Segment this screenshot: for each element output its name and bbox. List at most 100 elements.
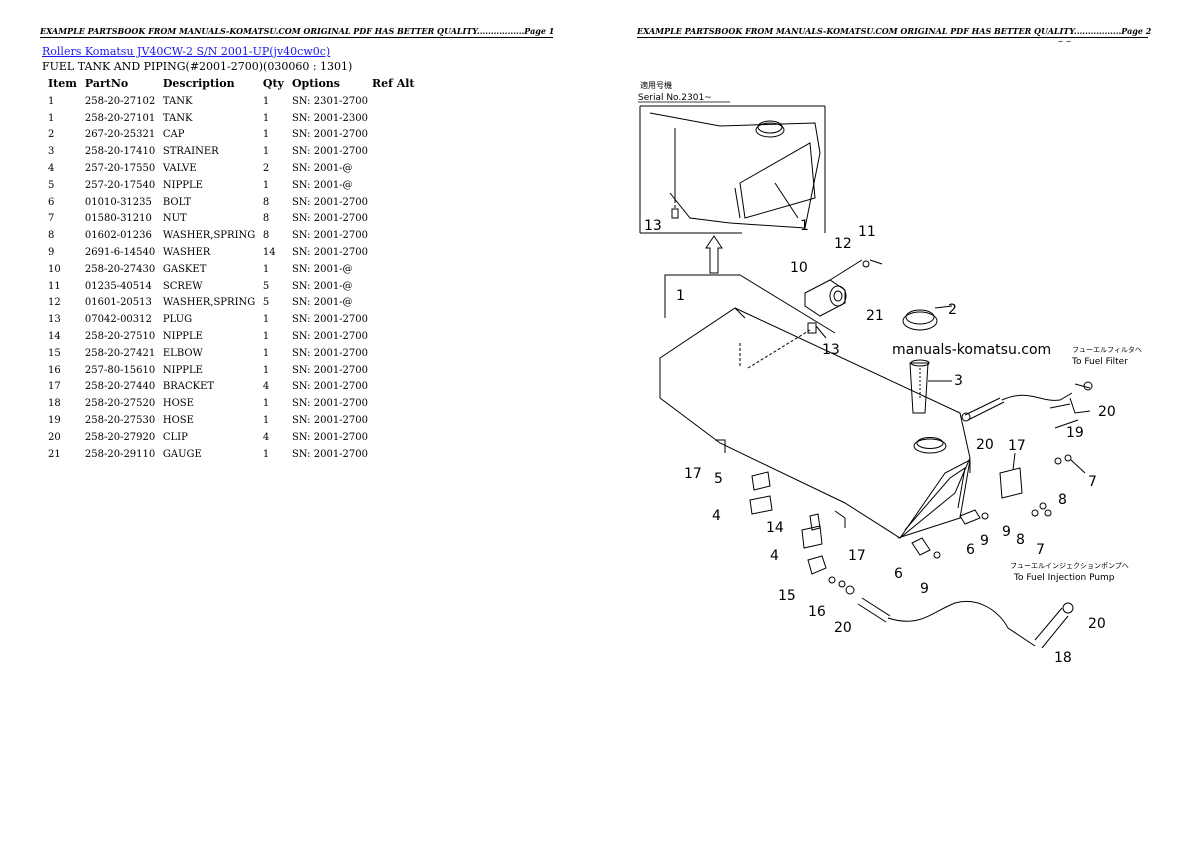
cell-item: 13 [48,314,61,326]
callout-5: 5 [714,471,723,487]
cell-ref-alt [368,177,419,194]
cell-partno: 258-20-27101 [84,112,156,124]
cell-options: SN: 2001-2700 [291,331,369,343]
cell-qty: 1 [262,146,270,158]
filter-note: To Fuel Filter [1071,357,1128,367]
cell-ref-alt [368,311,419,328]
cell-options: SN: 2001-2300 [291,112,369,124]
cell-options: SN: 2001-@ [291,280,353,292]
cell-qty: 5 [262,297,270,309]
cell-item: 10 [48,263,61,275]
cell-description: NUT [162,213,187,225]
cell-description: PLUG [162,314,193,326]
page-header-1: EXAMPLE PARTSBOOK FROM MANUALS-KOMATSU.C… [40,26,555,38]
col-qty: Qty [262,76,284,90]
col-ref-alt: Ref Alt [372,76,415,90]
cell-options: SN: 2001-2700 [291,398,369,410]
cell-description: WASHER,SPRING [162,297,256,309]
callout-17b: 17 [848,548,866,564]
cell-item: 19 [48,415,61,427]
pump-jp-note: フューエルインジェクションポンプヘ [1010,562,1129,570]
cell-qty: 1 [262,347,270,359]
table-row: 1 258-20-27101 TANK 1 SN: 2001-2300 [44,110,419,127]
callout-17c: 17 [1008,438,1026,454]
cell-qty: 14 [262,247,276,259]
callout-20c: 20 [834,620,852,636]
cell-description: GAUGE [162,448,202,460]
strainer-icon [909,362,929,414]
callout-4b: 4 [770,548,779,564]
cell-ref-alt [368,211,419,228]
cell-item: 15 [48,347,61,359]
cell-description: STRAINER [162,146,219,158]
cell-description: CAP [162,129,185,141]
cell-item: 7 [48,213,55,225]
cell-ref-alt [368,395,419,412]
cell-description: BRACKET [162,381,215,393]
cell-qty: 1 [262,179,270,191]
cell-qty: 1 [262,112,270,124]
cell-description: TANK [162,95,193,107]
cell-options: SN: 2001-2700 [291,129,369,141]
serial-jp-note: 適用号機 [640,80,672,90]
cell-partno: 267-20-25321 [84,129,156,141]
cell-item: 8 [48,230,55,242]
cell-qty: 8 [262,196,270,208]
model-link[interactable]: Rollers Komatsu JV40CW-2 S/N 2001-UP(jv4… [42,45,331,58]
cell-partno: 258-20-27440 [84,381,156,393]
cell-qty: 1 [262,129,270,141]
serial-note: Serial No.2301~ [638,93,712,103]
cell-description: NIPPLE [162,179,203,191]
cell-partno: 258-20-29110 [84,448,156,460]
cell-options: SN: 2001-@ [291,263,353,275]
cell-description: TANK [162,112,193,124]
cell-item: 9 [48,247,55,259]
callout-21: 21 [866,308,884,324]
cell-ref-alt [368,345,419,362]
col-partno: PartNo [84,76,129,90]
cell-item: 5 [48,179,55,191]
cell-item: 1 [48,112,55,124]
callout-16: 16 [808,604,826,620]
cell-item: 4 [48,163,55,175]
cell-item: 12 [48,297,61,309]
cell-partno: 257-20-17540 [84,179,156,191]
cell-partno: 01010-31235 [84,196,152,208]
callout-2: 2 [948,302,957,318]
page-mark: – – [1058,36,1072,47]
hose-19 [964,397,1005,421]
cell-partno: 01580-31210 [84,213,152,225]
cell-options: SN: 2001-@ [291,179,353,191]
cell-qty: 1 [262,263,270,275]
callout-4: 4 [712,508,721,524]
cell-ref-alt [368,328,419,345]
cell-qty: 2 [262,163,270,175]
cell-qty: 1 [262,448,270,460]
cell-options: SN: 2001-2700 [291,146,369,158]
up-arrow-icon [705,235,723,274]
callout-9b: 9 [1002,524,1011,540]
cell-partno: 257-20-17550 [84,163,156,175]
callout-7: 7 [1088,474,1097,490]
parts-table: Item PartNo Description Qty Options Ref … [44,76,419,463]
cell-partno: 258-20-27920 [84,431,156,443]
cell-options: SN: 2001-2700 [291,213,369,225]
cell-options: SN: 2001-2700 [291,347,369,359]
cell-qty: 5 [262,280,270,292]
cell-item: 17 [48,381,61,393]
cell-ref-alt [368,127,419,144]
cell-ref-alt [368,227,419,244]
cell-partno: 01602-01236 [84,230,152,242]
